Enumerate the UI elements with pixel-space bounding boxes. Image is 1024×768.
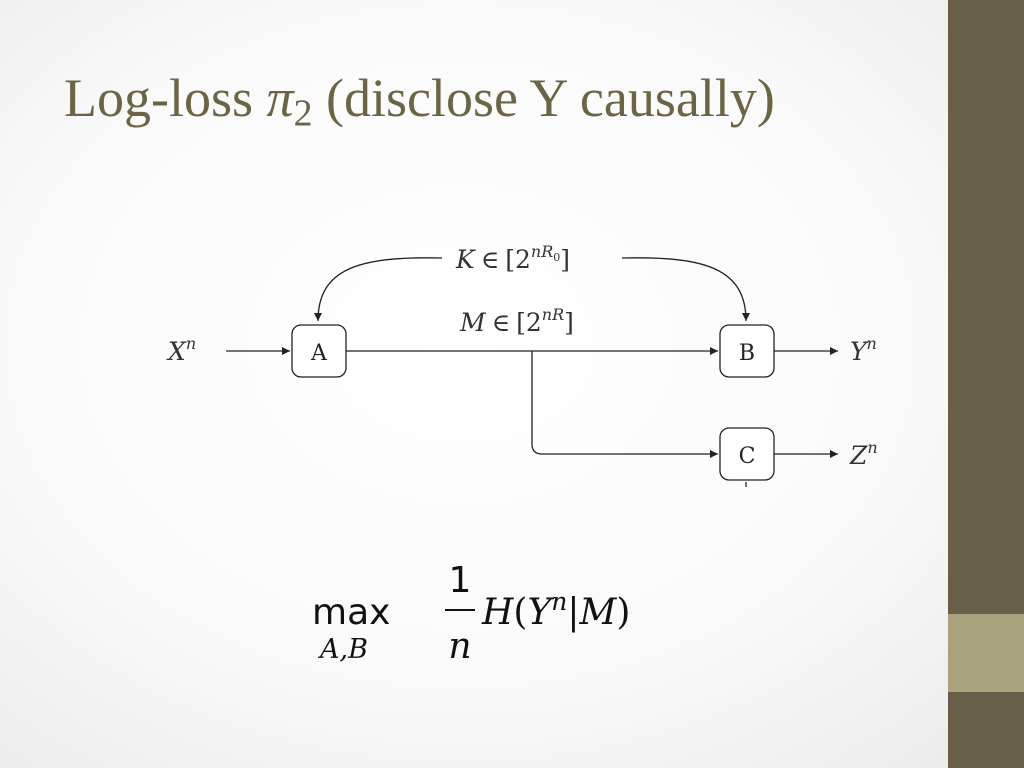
formula-max-subscript: A,B [317, 634, 368, 665]
key-curve-right [621, 257, 750, 322]
output-b-label: Yn [850, 334, 877, 366]
input-label: Xn [166, 334, 196, 366]
key-label: K∈[2nR0] [455, 242, 570, 274]
title-paren: (disclose Y causally) [325, 68, 775, 128]
objective-formula: max A,B 1 n H(Yn|M) [312, 560, 630, 667]
node-b-label: B [739, 341, 755, 366]
output-c-label: Zn [849, 438, 878, 470]
node-b: B [719, 324, 775, 378]
title-subscript: 2 [293, 92, 313, 135]
node-a-label: A [310, 341, 328, 366]
key-curve-left [314, 257, 443, 322]
node-a: A [291, 324, 347, 378]
node-c: C [719, 427, 775, 481]
title-text: Log-loss [64, 68, 253, 128]
system-diagram: A B C Xn Yn Zn K∈[2nR0] M∈[2nR] max A,B … [166, 242, 878, 667]
formula-max: max [312, 592, 390, 633]
arrow-branch-to-c [531, 351, 718, 458]
node-c-label: C [739, 444, 756, 469]
sidebar-accent [948, 614, 1024, 692]
slide-title: Log-loss π2 (disclose Y causally) [64, 66, 775, 145]
title-pi-symbol: π [266, 68, 294, 128]
formula-numerator: 1 [449, 560, 472, 601]
message-label: M∈[2nR] [459, 305, 574, 337]
formula-denominator: n [448, 626, 471, 667]
formula-entropy: H(Yn|M) [481, 587, 630, 633]
